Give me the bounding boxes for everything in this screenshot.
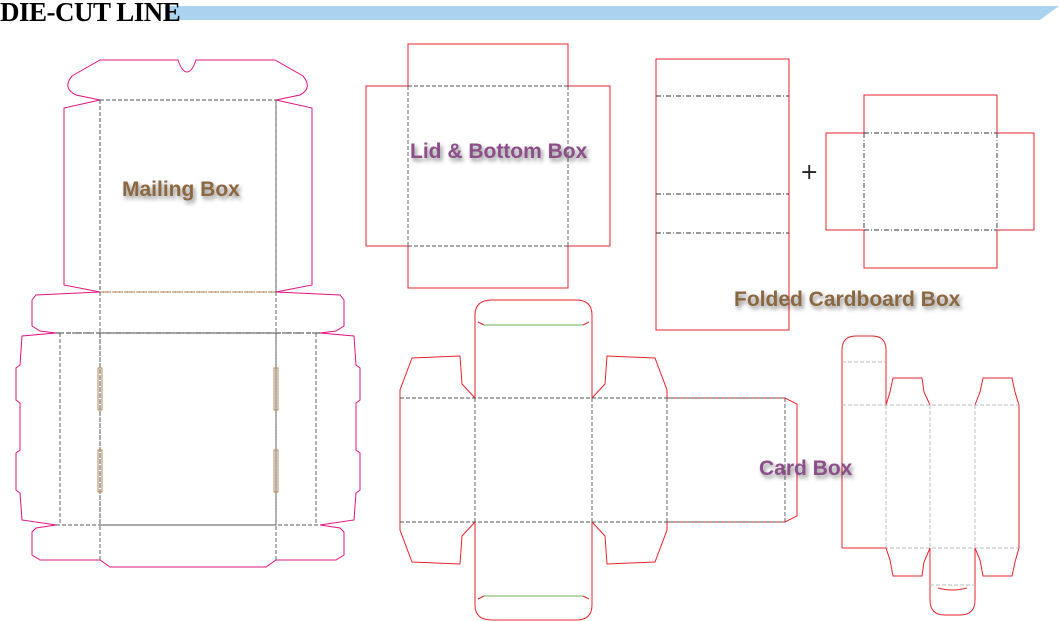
folded-cardboard-sleeve-dieline (655, 58, 790, 331)
folded-cardboard-tray-dieline (825, 94, 1035, 269)
label-folded-cardboard-box: Folded Cardboard Box (734, 288, 961, 311)
label-lid-bottom-box: Lid & Bottom Box (410, 140, 588, 163)
small-card-box-dieline (841, 335, 1020, 616)
card-box-dieline (399, 299, 798, 621)
lid-bottom-box-dieline (365, 43, 611, 289)
plus-sign: + (800, 160, 819, 185)
label-card-box: Card Box (759, 457, 853, 480)
page-title: DIE-CUT LINE (0, 0, 181, 27)
header-band (165, 6, 1059, 20)
mailing-box-dieline (15, 59, 361, 568)
label-mailing-box: Mailing Box (122, 178, 240, 201)
